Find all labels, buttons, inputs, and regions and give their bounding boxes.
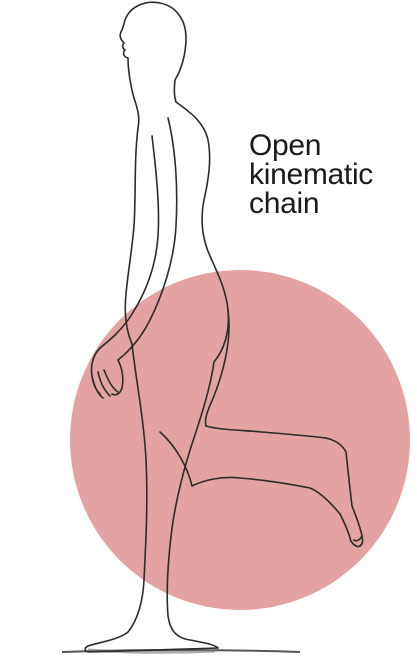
head-outline: [120, 2, 186, 102]
open-kinematic-chain-label: Open kinematic chain: [249, 131, 373, 218]
neck-front: [134, 98, 139, 128]
label-line-3: chain: [249, 189, 373, 218]
highlight-circle: [70, 270, 410, 610]
label-line-1: Open: [249, 131, 373, 160]
label-line-2: kinematic: [249, 160, 373, 189]
